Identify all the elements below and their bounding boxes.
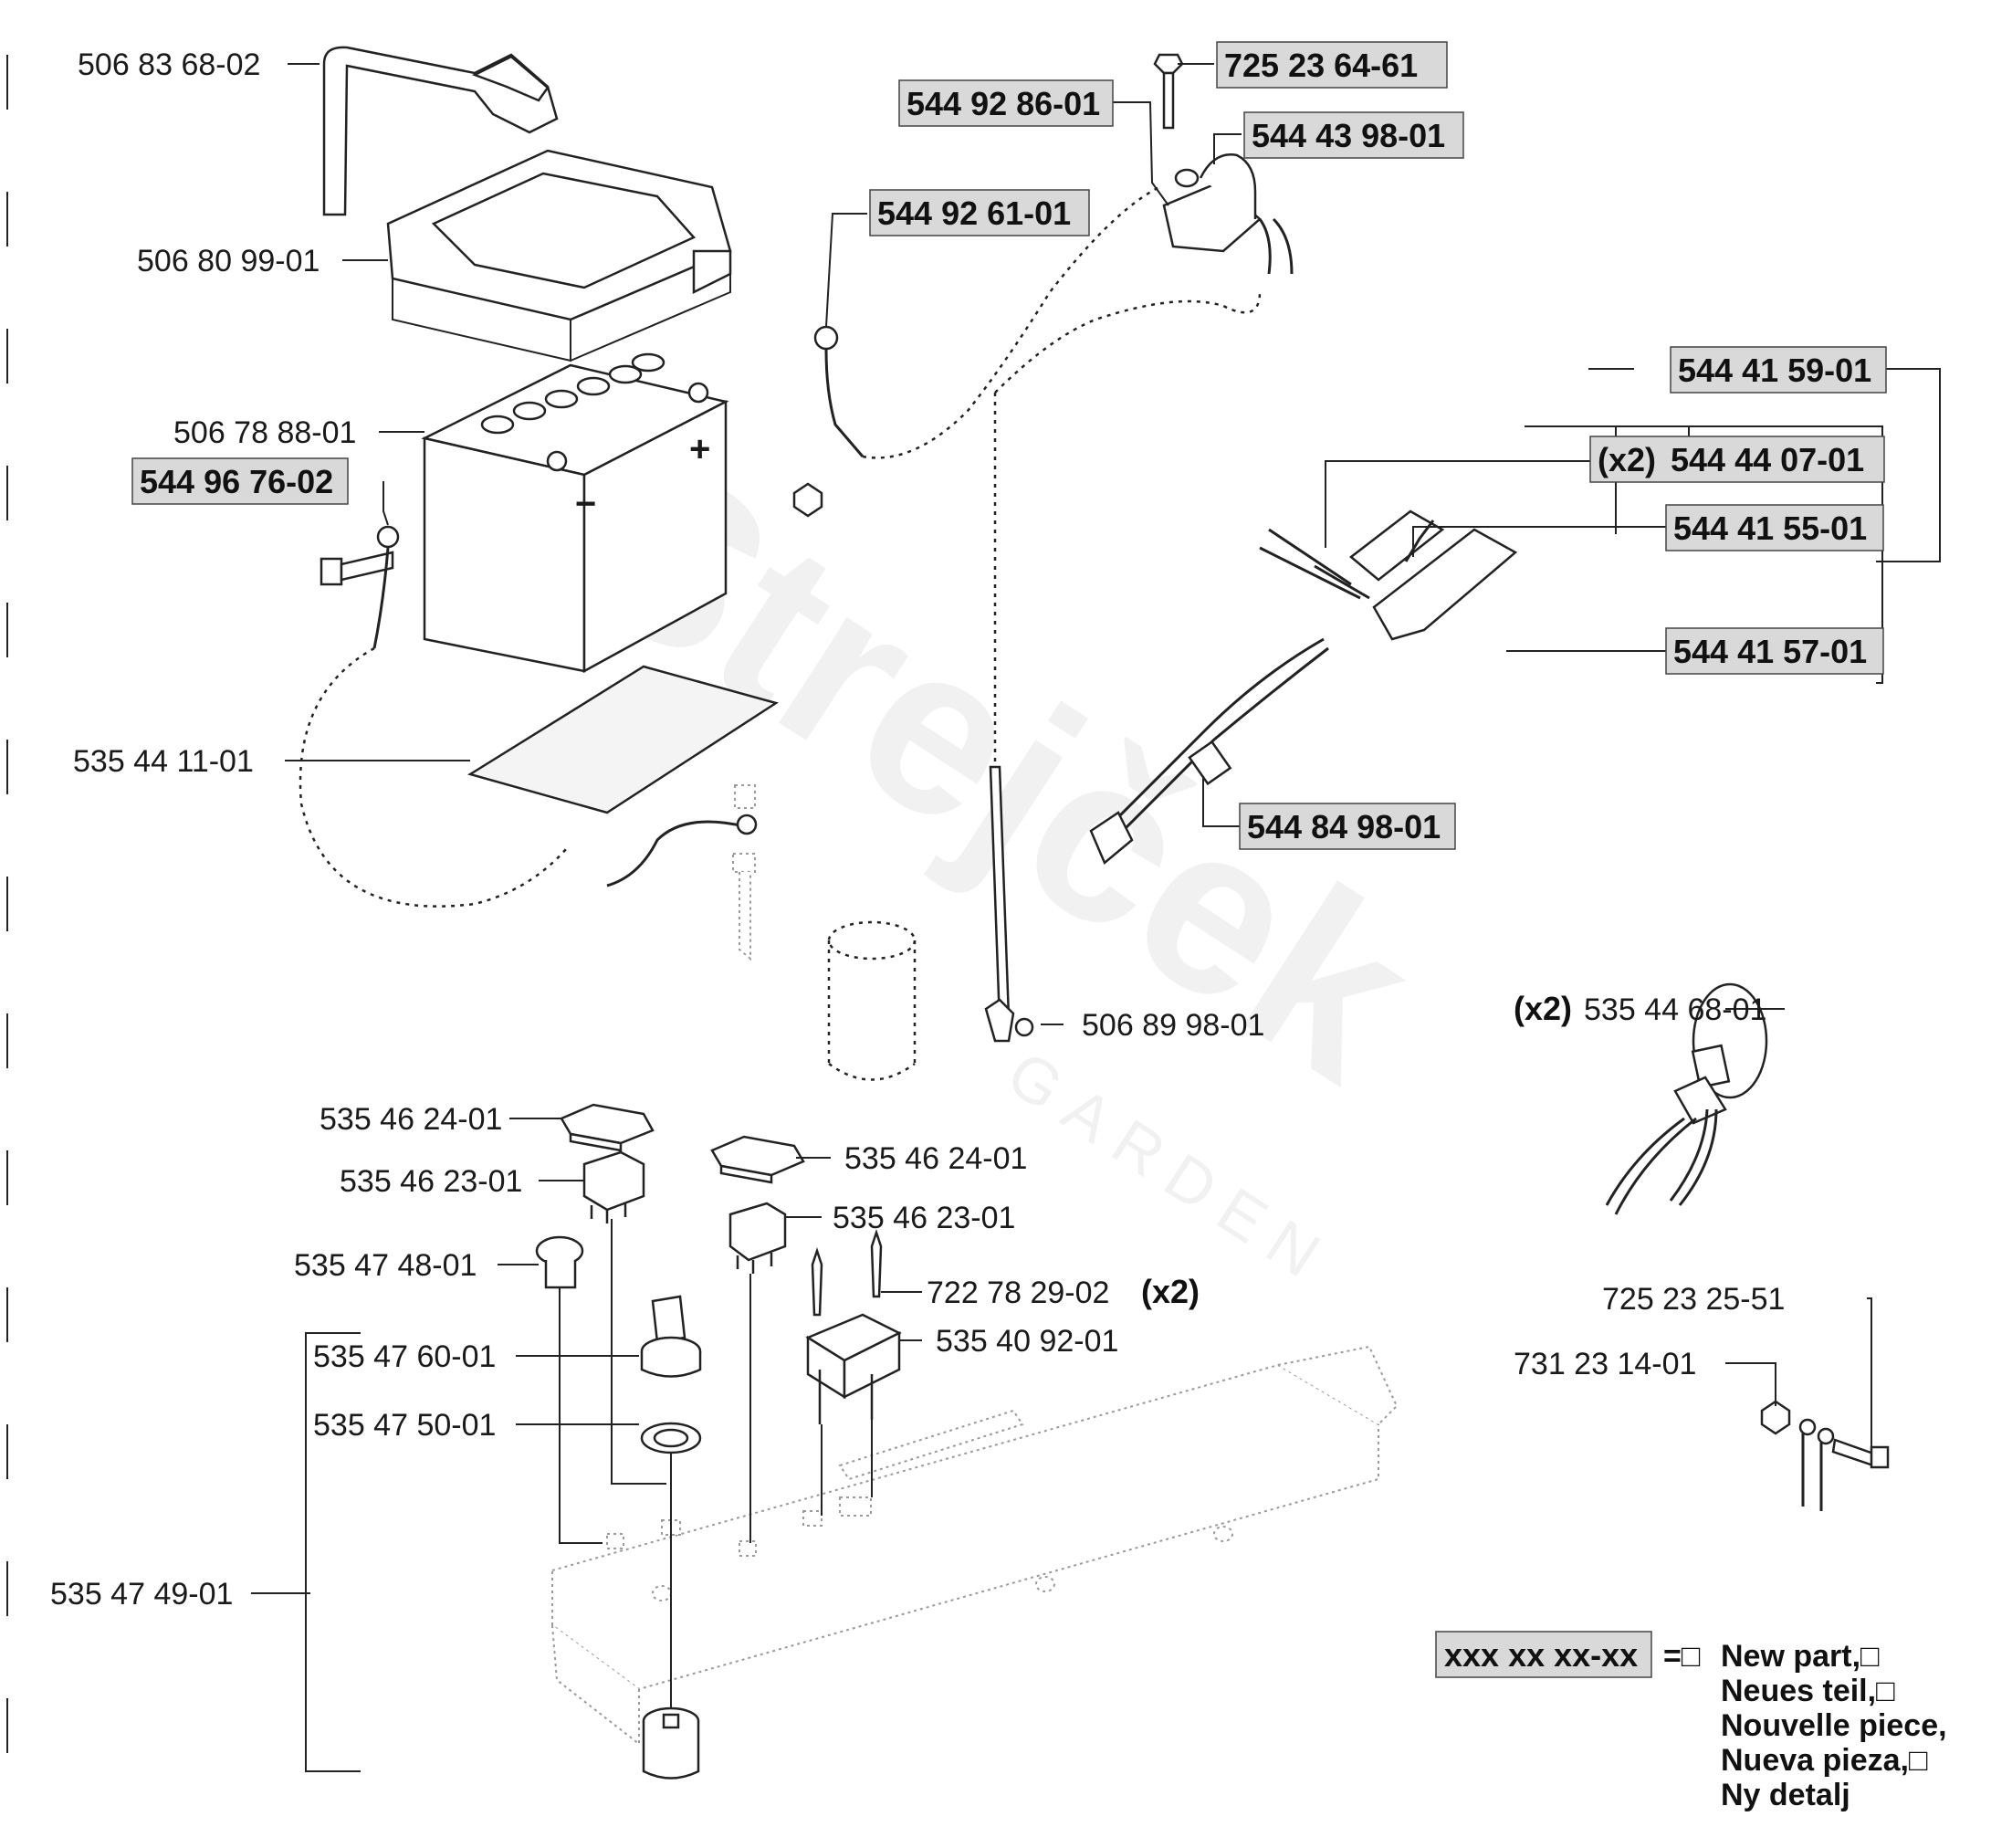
qty-label: (x2)	[1598, 441, 1656, 478]
legend-line: Nouvelle piece,	[1721, 1708, 1947, 1743]
rocker-switch-right	[728, 1202, 787, 1274]
switch-cap-left	[560, 1103, 655, 1152]
new-part-box	[1670, 346, 1887, 394]
new-part-box	[1589, 436, 1885, 483]
starter-solenoid	[1162, 153, 1294, 275]
legend-line: Nueva pieza,□	[1721, 1743, 1928, 1778]
battery-nut	[792, 482, 823, 518]
part-label-new: 544 43 98-01	[1252, 117, 1445, 154]
ground-strap	[984, 765, 1034, 1043]
relay-screws	[811, 1229, 883, 1317]
new-part-box	[869, 189, 1090, 236]
part-label: 506 78 88-01	[173, 415, 356, 450]
dash-panel-ghost	[551, 1345, 1399, 1747]
headlight	[1605, 982, 1768, 1215]
legend: xxx xx xx-xx =□ New part,□ Neues teil,□ …	[1435, 1631, 1947, 1812]
part-label: 731 23 14-01	[1514, 1347, 1696, 1381]
relay	[805, 1313, 902, 1424]
legend-line: Neues teil,□	[1721, 1674, 1895, 1708]
part-label-new: 725 23 64-61	[1224, 47, 1418, 84]
part-label: 725 23 25-51	[1602, 1282, 1785, 1317]
ignition-nut	[640, 1422, 702, 1454]
part-label-new: 544 96 76-02	[140, 463, 333, 500]
part-label: 722 78 29-02	[927, 1276, 1109, 1310]
part-label-new: 544 92 61-01	[877, 194, 1071, 232]
pushbutton-switch	[535, 1235, 584, 1289]
solenoid-bolt	[1153, 53, 1184, 130]
new-part-box	[1243, 111, 1464, 159]
legend-sample-box	[1435, 1631, 1652, 1678]
legend-line: New part,□	[1721, 1639, 1880, 1674]
part-label: 535 47 48-01	[294, 1248, 477, 1283]
battery-mat	[466, 665, 780, 814]
part-label-new: 544 41 57-01	[1673, 633, 1867, 670]
part-label: 535 47 50-01	[313, 1408, 496, 1443]
solenoid-wire-loop	[993, 291, 1262, 803]
battery-bolt	[320, 551, 394, 586]
part-label: 535 44 11-01	[73, 744, 254, 779]
new-part-box	[1216, 41, 1448, 89]
new-part-box	[131, 457, 349, 505]
seat-switch-assembly	[1089, 509, 1518, 866]
battery-holddown-bracket	[322, 46, 559, 216]
part-label-new: 544 44 07-01	[1671, 441, 1864, 478]
battery-minus-mark: −	[575, 484, 596, 524]
switch-cap-right	[710, 1135, 805, 1184]
part-label: 506 89 98-01	[1082, 1008, 1264, 1043]
part-label: 535 47 49-01	[50, 1577, 233, 1612]
part-label: 506 80 99-01	[137, 244, 320, 278]
new-part-box	[1239, 803, 1456, 850]
part-label: 535 44 68-01	[1584, 992, 1766, 1027]
legend-equals: =□	[1663, 1639, 1701, 1674]
part-labels: 506 83 68-02 506 80 99-01 506 78 88-01 5…	[50, 41, 1887, 1612]
qty-label: (x2)	[1141, 1273, 1200, 1310]
part-label: 535 40 92-01	[936, 1324, 1118, 1359]
part-label-new: 544 92 86-01	[906, 85, 1100, 122]
battery-plus-mark: +	[689, 429, 710, 469]
part-label-new: 544 41 55-01	[1673, 509, 1867, 547]
part-label: 535 46 23-01	[833, 1201, 1015, 1235]
part-label: 535 46 24-01	[844, 1141, 1027, 1176]
new-part-box	[1665, 504, 1884, 551]
part-label: 535 46 23-01	[340, 1164, 522, 1199]
new-part-box	[1665, 627, 1884, 675]
legend-line: Ny detalj	[1721, 1778, 1850, 1812]
part-label: 535 46 24-01	[320, 1102, 502, 1137]
terminal-screw-and-nut	[1760, 1400, 1890, 1511]
battery-cover	[386, 149, 732, 362]
part-label: 535 47 60-01	[313, 1339, 496, 1374]
ignition-key-switch	[640, 1295, 702, 1378]
rocker-switch-left	[582, 1150, 645, 1223]
coil-ghost	[827, 920, 917, 1081]
ignition-switch-body	[642, 1706, 700, 1780]
ground-bolt-ghost	[732, 784, 756, 961]
negative-battery-cable	[299, 525, 758, 908]
part-label-new: 544 84 98-01	[1247, 808, 1441, 845]
legend-sample: xxx xx xx-xx	[1444, 1636, 1638, 1674]
part-label: 506 83 68-02	[78, 47, 260, 82]
qty-label: (x2)	[1514, 990, 1572, 1027]
part-label-new: 544 41 59-01	[1678, 352, 1871, 389]
leader-lines	[251, 63, 1941, 1772]
battery: − +	[421, 352, 729, 674]
new-part-box	[898, 79, 1114, 127]
